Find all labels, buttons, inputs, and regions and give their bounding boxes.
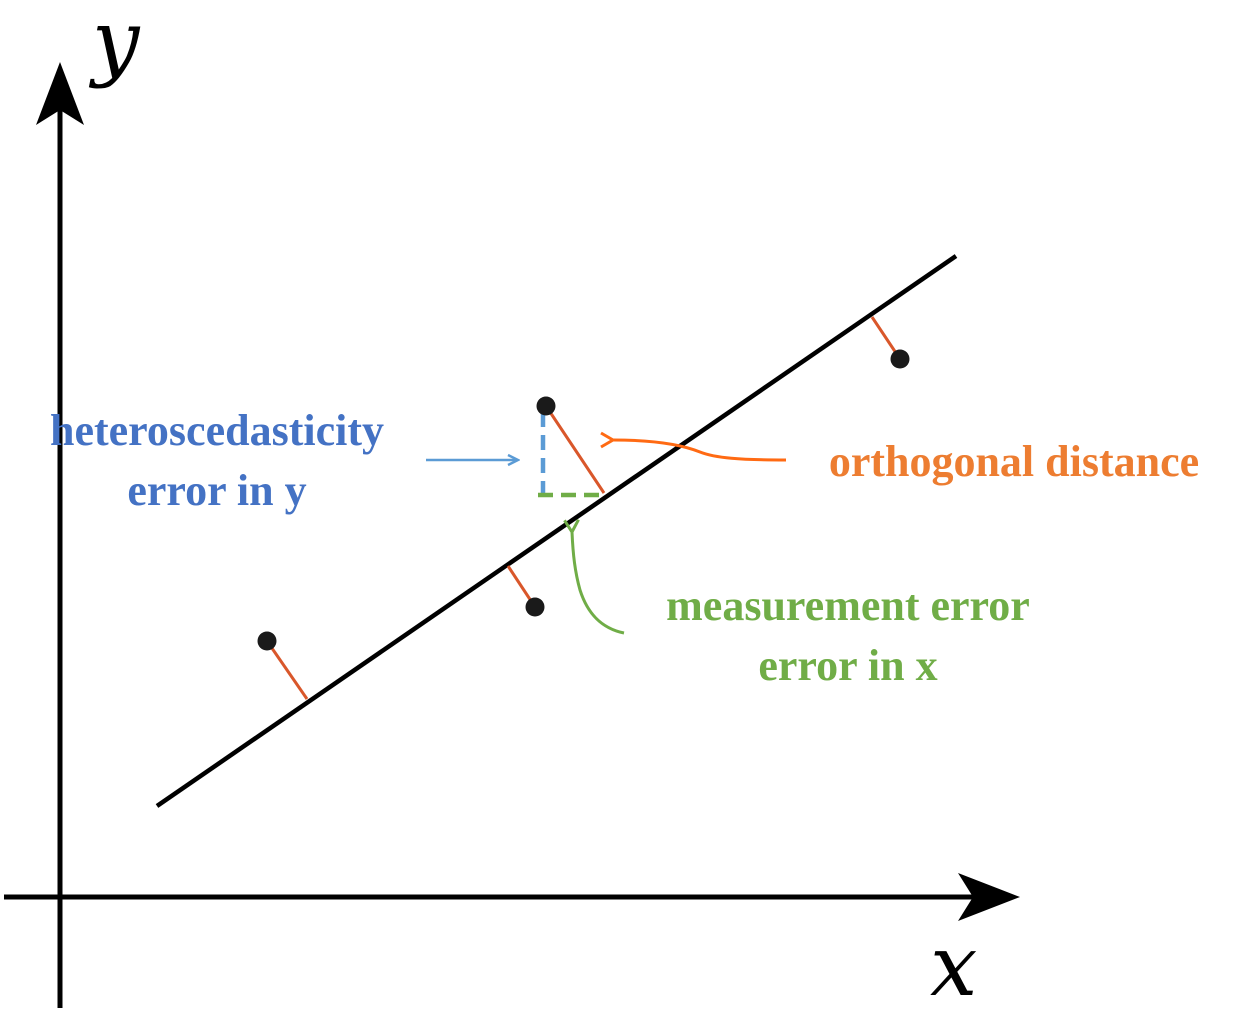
y-axis — [36, 62, 84, 1008]
orthogonal-distance-label: orthogonal distance — [829, 437, 1199, 486]
heteroscedasticity-label: heteroscedasticity — [50, 406, 384, 455]
fit-line — [155, 254, 958, 808]
x-axis — [4, 873, 1020, 921]
measurement-error-label: measurement error — [666, 581, 1030, 630]
orthogonal-distance-arrow — [600, 431, 787, 462]
x-axis-label: x — [930, 917, 977, 1012]
error-in-x-label: error in x — [758, 641, 937, 690]
data-point — [536, 396, 556, 416]
y-axis-label: y — [88, 0, 141, 90]
y-axis-arrowhead — [36, 62, 84, 125]
residual-line — [265, 640, 309, 700]
data-point — [525, 597, 545, 617]
residual-line — [544, 405, 606, 494]
data-point — [257, 631, 277, 651]
data-point — [890, 349, 910, 369]
x-axis-arrowhead — [958, 873, 1020, 921]
measurement-error-arrow — [563, 519, 625, 635]
error-in-y-label: error in y — [127, 466, 306, 515]
